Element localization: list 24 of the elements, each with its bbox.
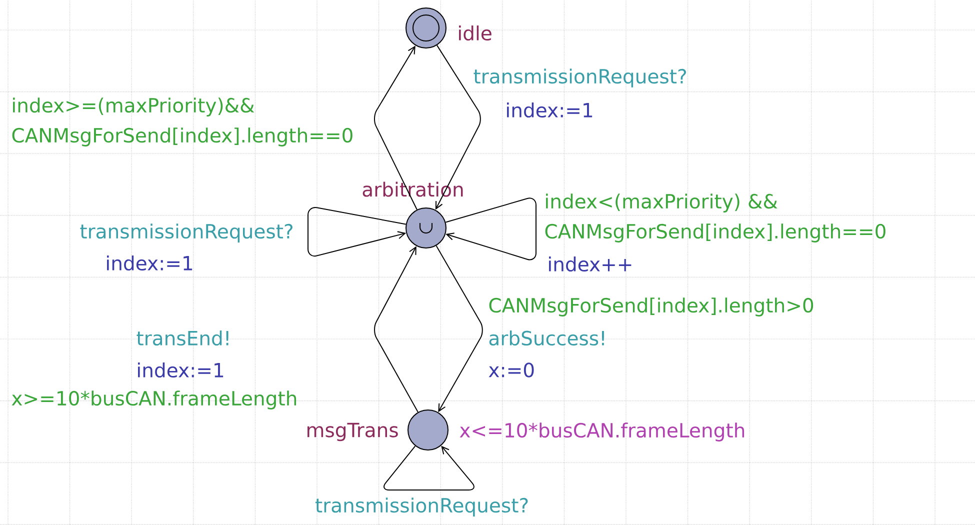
assignment-text: index:=1 (507, 102, 592, 118)
assignment-text: index++ (549, 256, 632, 272)
edge-label: transmissionRequest? (80, 224, 292, 242)
assignment-text: x:=0 (488, 362, 534, 378)
edge-label: index>=(maxPriority)&& CANMsgForSend[index].length==0 (12, 98, 352, 146)
node-label: msgTrans (308, 422, 398, 442)
arrow (384, 446, 474, 490)
assignment-text: index:=1 (138, 362, 224, 378)
node-label: idle (459, 25, 492, 41)
arrow (374, 246, 418, 413)
arrow (435, 44, 481, 210)
arrow (374, 46, 418, 210)
arrow (436, 245, 483, 412)
edge-label: x>=10*busCAN.frameLength (12, 390, 296, 410)
arrow (445, 198, 536, 260)
edge-label: transmissionRequest? (474, 68, 686, 88)
assignment-text: index:=1 (107, 255, 192, 271)
sync-text: arbSuccess! (489, 330, 604, 346)
arrow (308, 207, 406, 257)
edge-label: transmissionRequest? (315, 498, 528, 516)
edge-label: CANMsgForSend[index].length>0 (489, 298, 814, 316)
sync-text: transEnd! (136, 330, 228, 346)
node-label: x<=10*busCAN.frameLength (460, 422, 744, 442)
edge-label: index<(maxPriority) && CANMsgForSend[index].length==0 (545, 194, 886, 242)
